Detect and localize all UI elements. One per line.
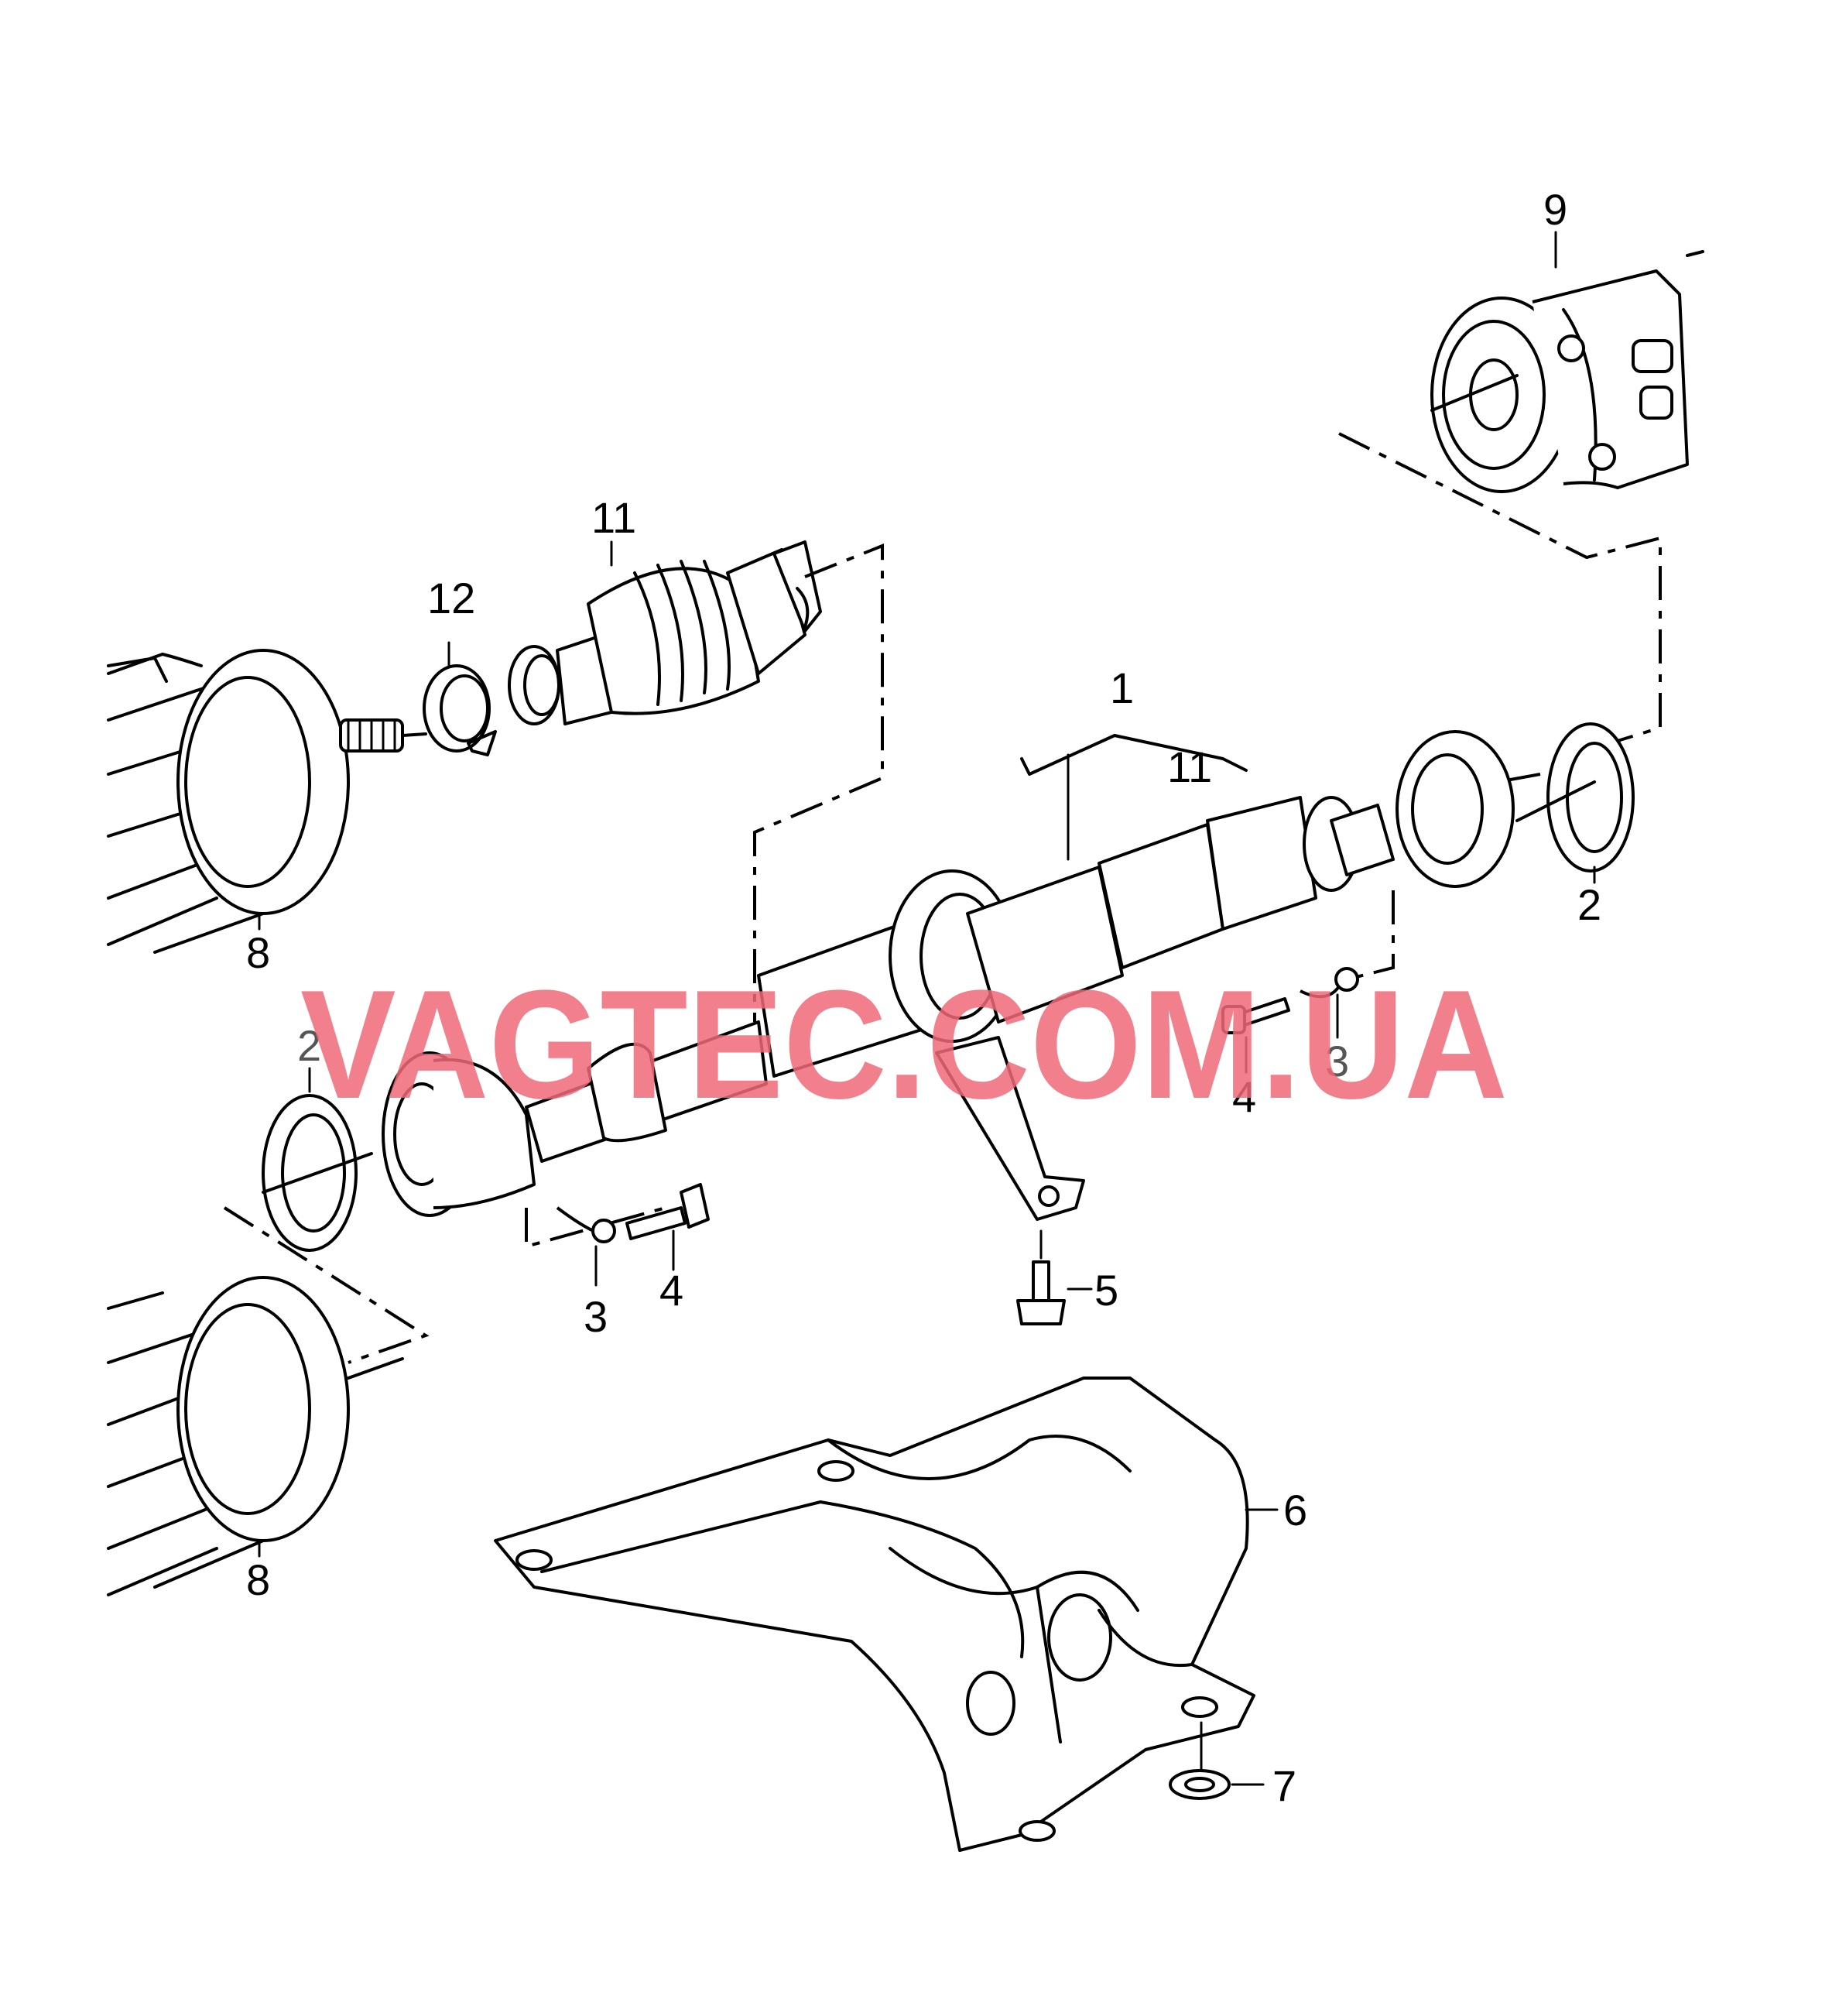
- cv-joint-boot-upper: [508, 540, 822, 725]
- callout-2-right: 2: [1577, 880, 1601, 929]
- heat-shield: [494, 1377, 1279, 1852]
- callouts: 1 11 2 2 3 3 4 4 5 6 7 8 8 9 11 12: [246, 185, 1601, 1810]
- watermark-text: VAGTEC.COM.UA: [300, 958, 1508, 1131]
- callout-8-upper: 8: [246, 928, 270, 977]
- locking-plate-left: [556, 1206, 616, 1287]
- locking-plate-right: [1300, 967, 1359, 1039]
- callout-8-lower: 8: [246, 1555, 270, 1604]
- speed-nut: [1169, 1721, 1265, 1800]
- flange-gasket-left: [262, 1067, 373, 1252]
- callout-12: 12: [427, 574, 475, 622]
- callout-4-right: 4: [1232, 1072, 1256, 1121]
- callout-11-lower: 11: [1167, 742, 1212, 791]
- flange-gasket-right: [1515, 722, 1635, 884]
- callout-1: 1: [1110, 663, 1134, 712]
- gearbox-housing-lower: [107, 1276, 404, 1596]
- callout-9: 9: [1543, 185, 1567, 234]
- callout-7: 7: [1272, 1761, 1296, 1810]
- callout-5: 5: [1094, 1266, 1118, 1315]
- bracket-bolt: [1016, 1229, 1093, 1325]
- clamp-ring: [423, 641, 497, 756]
- differential-flange: [1430, 231, 1704, 493]
- callout-4-left: 4: [659, 1266, 683, 1315]
- callout-2-left: 2: [297, 1021, 321, 1070]
- callout-3-right: 3: [1325, 1037, 1349, 1085]
- callout-3-left: 3: [584, 1292, 608, 1341]
- bolt-right: [1221, 997, 1290, 1074]
- callout-6: 6: [1283, 1486, 1307, 1534]
- assembly-guide-lines: [223, 432, 1662, 1364]
- callout-11-upper: 11: [591, 493, 636, 542]
- bolt-left: [625, 1183, 710, 1271]
- gearbox-housing-upper: [107, 649, 427, 954]
- propshaft-assembly: [382, 730, 1515, 1221]
